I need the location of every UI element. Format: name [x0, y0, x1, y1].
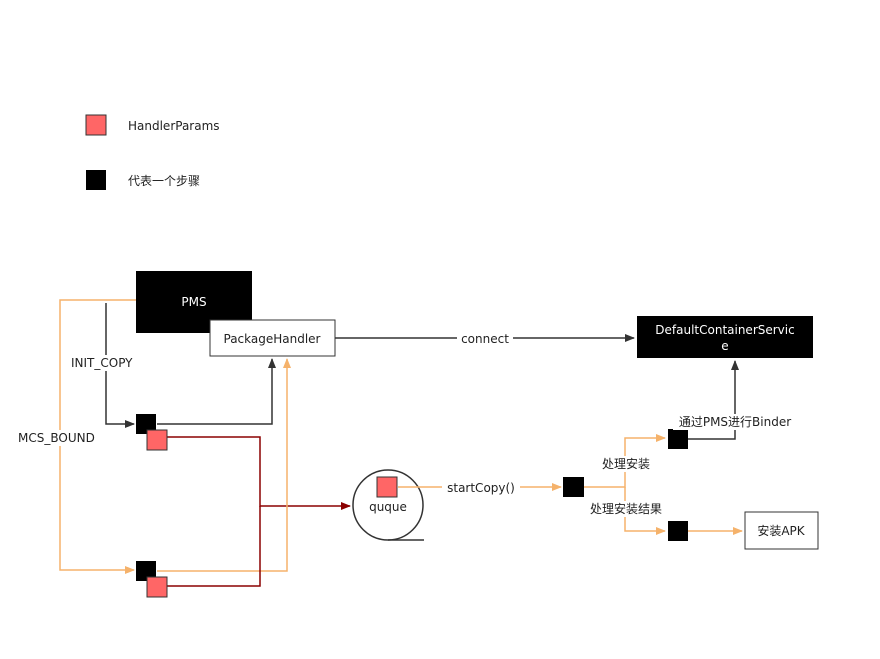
pms-label: PMS	[181, 295, 206, 309]
bottom-step-to-package-handler-edge	[157, 358, 291, 572]
init-copy-label-bg	[70, 355, 144, 371]
legend-step-label: 代表一个步骤	[128, 174, 200, 188]
binder-step-node	[668, 429, 688, 449]
handle-install-label-bg	[597, 456, 655, 472]
connect-label-bg	[457, 331, 513, 346]
default-container-service-node	[637, 316, 813, 358]
result-step-node	[668, 521, 688, 541]
install-apk-label: 安装APK	[757, 523, 805, 538]
default-container-service-label-line2: e	[721, 339, 728, 353]
copy-step-node	[563, 477, 584, 497]
bottom-step-node	[136, 561, 156, 581]
handle-install-label: 处理安装	[602, 456, 650, 471]
binder-label: 通过PMS进行Binder	[679, 415, 791, 429]
bottom-params-to-queue-edge	[167, 506, 261, 587]
queue-handler-params-node	[376, 476, 398, 498]
mcs-bound-label-bg	[16, 430, 102, 446]
top-params-to-queue-edge	[167, 436, 351, 510]
install-apk-node	[744, 511, 819, 550]
init-copy-edge	[105, 303, 135, 428]
binder-to-service-edge	[688, 360, 739, 440]
handle-install-result-label-bg	[585, 501, 669, 517]
init-copy-label: INIT_COPY	[71, 356, 133, 370]
legend-handler-params-swatch	[85, 114, 107, 136]
queue-label: quque	[369, 500, 407, 514]
mcs-bound-label: MCS_BOUND	[18, 431, 95, 445]
start-copy-label-bg	[442, 480, 520, 495]
handle-install-result-label: 处理安装结果	[590, 501, 662, 516]
legend-handler-params-label: HandlerParams	[128, 119, 220, 133]
default-container-service-label-line1: DefaultContainerServic	[655, 323, 794, 337]
top-step-to-package-handler-edge	[157, 358, 276, 425]
top-handler-params-node	[146, 429, 168, 451]
legend-step-swatch	[86, 170, 106, 190]
package-handler-label: PackageHandler	[224, 332, 321, 346]
top-step-node	[136, 414, 156, 434]
connect-label: connect	[461, 332, 509, 346]
binder-label-bg	[673, 414, 797, 430]
bottom-handler-params-node	[146, 576, 168, 598]
start-copy-label: startCopy()	[447, 481, 515, 495]
package-handler-node	[209, 319, 336, 357]
